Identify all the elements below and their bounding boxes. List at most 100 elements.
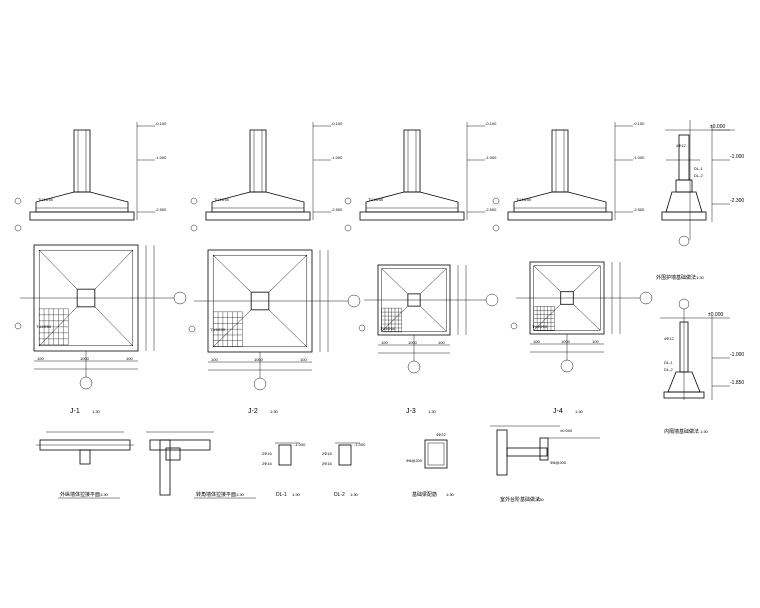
ext-section-title: 外围护墙基础做法 — [656, 274, 696, 281]
axis-bubble — [344, 224, 352, 232]
ext-elev-1: -1.000 — [730, 154, 744, 160]
plan-dim-text: 1000 — [254, 357, 264, 362]
footing-sections-row: -0.100 -1.000 -2.500 ТU4Ф50 -0.100 -1.000 -2.5… — [14, 121, 645, 232]
plan-axis-bubble — [639, 291, 653, 305]
axis-bubble — [492, 224, 500, 232]
exterior-wall-foundation-section: ±0.000 -1.000 -2.300 4Ф12 DL-1 DL-2 外围护墙… — [656, 120, 744, 281]
int-section-title: 内隔墙基础做法 — [664, 428, 699, 435]
axis-bubble — [188, 325, 196, 333]
elevation-label: -2.500 — [633, 207, 645, 212]
footing-scale-j3: 1:30 — [428, 409, 437, 414]
detail2-scale: 1:30 — [236, 492, 245, 497]
elevation-label: -1.000 — [633, 155, 645, 160]
dl1-top-bars: 2Ф16 — [262, 451, 272, 456]
footing-title-j3: J-3 — [406, 408, 416, 415]
plan-ridge — [268, 255, 307, 293]
axis-bubble — [14, 197, 22, 205]
int-elev-1: -1.000 — [730, 352, 744, 358]
plan-dim-text: 1000 — [80, 356, 90, 361]
plan-ridge — [39, 250, 78, 290]
plan-dim-text: 100 — [592, 339, 599, 344]
pad-label: ТU4Ф50 — [214, 197, 230, 202]
detail4-title: DL-2 — [334, 492, 345, 498]
pad-label: ТU4Ф50 — [368, 197, 384, 202]
detail-dl1: -1.000 2Ф16 2Ф16 DL-1 1:30 — [262, 442, 306, 498]
footing-title-j1: J-1 — [70, 408, 80, 415]
footing-scale-j1: 1:30 — [92, 409, 101, 414]
plan-ridge — [419, 268, 447, 295]
footing-section-4: -0.100 -1.000 -2.500 ТU4Ф50 — [492, 121, 645, 232]
ext-section-scale: 1:30 — [696, 275, 705, 280]
step-stirrup: Ф8@200 — [550, 460, 567, 465]
int-dl1-label: DL-1 — [664, 360, 673, 365]
detail6-title: 室外台阶基础做法 — [500, 496, 540, 503]
plan-dim-text: 100 — [300, 357, 307, 362]
elevation-label: -2.500 — [331, 207, 343, 212]
ext-dl1-label: DL-1 — [694, 166, 703, 171]
int-top-elev: ±0.000 — [708, 312, 723, 318]
plan-axis-bubble — [560, 359, 574, 373]
dl2-top-bars: 2Ф16 — [322, 451, 332, 456]
plan-pad-label: ТU4Ф50 — [380, 326, 396, 331]
elevation-label: -0.100 — [331, 121, 343, 126]
plan-ridge — [573, 304, 601, 331]
pad-label: ТU4Ф50 — [516, 197, 532, 202]
elevation-label: -0.100 — [155, 121, 167, 126]
axis-bubble — [358, 324, 366, 332]
int-section-scale: 1:30 — [700, 429, 709, 434]
plan-ridge — [533, 265, 561, 292]
footing-scale-j2: 1:30 — [270, 409, 279, 414]
cushion-layer — [661, 211, 707, 221]
dl2-elev: -1.000 — [354, 442, 366, 447]
detail1-title: 外纵墙体拉接平面 — [60, 491, 100, 498]
axis-bubble — [492, 197, 500, 205]
plan-dim-text: 100 — [438, 340, 445, 345]
ext-dl2-label: DL-2 — [694, 173, 703, 178]
int-rebar-label: 4Ф12 — [664, 336, 674, 341]
plan-axis-bubble — [253, 377, 267, 391]
plan-pad-label: ТU4Ф50 — [210, 327, 226, 332]
footing-scale-j4: 1:30 — [575, 409, 584, 414]
plan-ridge — [573, 265, 601, 292]
dl1-bot-bars: 2Ф16 — [262, 461, 272, 466]
footing-cushion — [29, 211, 135, 221]
int-cushion — [663, 391, 705, 399]
plan-ridge — [94, 306, 133, 346]
elevation-label: -1.000 — [155, 155, 167, 160]
int-dl2-label: DL-2 — [664, 367, 673, 372]
plan-dim-text: 100 — [533, 339, 540, 344]
detail5-scale: 1:30 — [446, 492, 455, 497]
plan-ridge — [419, 305, 447, 332]
footing-cushion — [507, 211, 613, 221]
elevation-label: -2.500 — [485, 207, 497, 212]
plan-ridge — [39, 306, 78, 346]
plan-axis-bubble — [485, 293, 499, 307]
axis-bubble — [190, 197, 198, 205]
plan-dim-text: 100 — [37, 356, 44, 361]
footing-cushion — [359, 211, 465, 221]
ext-top-elev: ±0.000 — [710, 124, 725, 130]
dl1-elev: -1.000 — [294, 442, 306, 447]
plan-dim-text: 1000 — [561, 339, 571, 344]
elevation-label: -0.100 — [633, 121, 645, 126]
footing-title-j4: J-4 — [553, 408, 563, 415]
plan-dim-text: 1000 — [408, 340, 418, 345]
axis-bubble — [510, 322, 518, 330]
axis-bubble — [190, 224, 198, 232]
detail-exterior-wall-tie: 外纵墙体拉接平面 1:30 — [36, 431, 134, 499]
detail1-scale: 1:30 — [100, 492, 109, 497]
plan-ridge — [533, 304, 561, 331]
ext-rebar-label: 4Ф12 — [676, 143, 686, 148]
elevation-label: -2.500 — [155, 207, 167, 212]
axis-bubble — [344, 197, 352, 205]
dl1-section — [278, 444, 292, 466]
step-top-elev: ±0.000 — [560, 428, 573, 433]
dl2-bot-bars: 2Ф16 — [322, 461, 332, 466]
